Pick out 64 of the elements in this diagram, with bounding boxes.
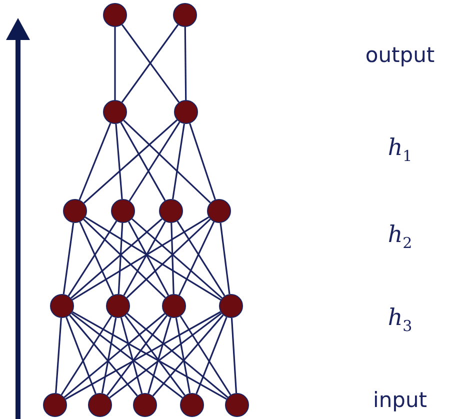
connection-line [189, 123, 216, 200]
connection-line [126, 218, 211, 298]
neuron-circle [63, 199, 87, 223]
neuron-circle [43, 393, 67, 417]
neuron-circle [111, 199, 135, 223]
connection-line [84, 216, 222, 300]
connection-line [148, 317, 172, 394]
neuron-circle [88, 393, 112, 417]
connection-line [184, 27, 187, 100]
connection-line [62, 222, 74, 294]
connection-line [120, 317, 143, 394]
output-label: output [365, 43, 435, 67]
connection-line [120, 122, 166, 201]
neuron-circle [103, 100, 127, 124]
connection-line [55, 318, 62, 394]
connection-line [178, 222, 215, 296]
connection-line [83, 218, 166, 298]
connection-line [196, 316, 228, 394]
neuron-circle [225, 393, 249, 417]
connection-line [70, 218, 162, 299]
neuron-circle [159, 199, 183, 223]
neuron-circle [180, 393, 204, 417]
connection-line [71, 312, 183, 398]
neuron-circle [174, 100, 198, 124]
neuron-circle [106, 294, 130, 318]
connection-line [114, 27, 116, 100]
connection-line [118, 222, 124, 294]
neuron-circle [103, 3, 127, 27]
connection-line [170, 222, 174, 294]
connection-line [152, 314, 224, 396]
connection-line [78, 122, 112, 200]
layer-label: h$_{3}$ [388, 305, 412, 335]
connection-line [109, 312, 222, 398]
neuron-circle [207, 199, 231, 223]
connection-line [131, 218, 223, 299]
neuron-circle [50, 294, 74, 318]
connection-line [126, 313, 228, 398]
neuron-circle [133, 393, 157, 417]
connection-line [115, 124, 123, 200]
neuron-circle [219, 294, 243, 318]
connection-line [123, 120, 211, 204]
connection-line [124, 315, 186, 396]
connection-line [180, 316, 232, 396]
neuron-circle [173, 3, 197, 27]
connection-line [83, 119, 178, 204]
connection-line [230, 318, 238, 394]
input-label: input [372, 388, 428, 412]
connection-line [60, 316, 112, 396]
connection-line [72, 216, 210, 300]
connection-line [176, 220, 226, 296]
connection-line [101, 318, 117, 394]
connection-line [175, 318, 191, 394]
layer-label: h$_{1}$ [388, 135, 412, 165]
connection-line [220, 222, 230, 294]
connection-line [66, 316, 96, 394]
connection-line [106, 315, 168, 396]
connection-line [69, 314, 138, 396]
connection-line [79, 222, 114, 296]
connection-line [128, 122, 180, 202]
connection-line [64, 313, 166, 398]
connection-line [172, 124, 185, 200]
connection-line [68, 220, 118, 296]
layer-label: h$_{2}$ [388, 222, 412, 252]
neuron-circle [162, 294, 186, 318]
